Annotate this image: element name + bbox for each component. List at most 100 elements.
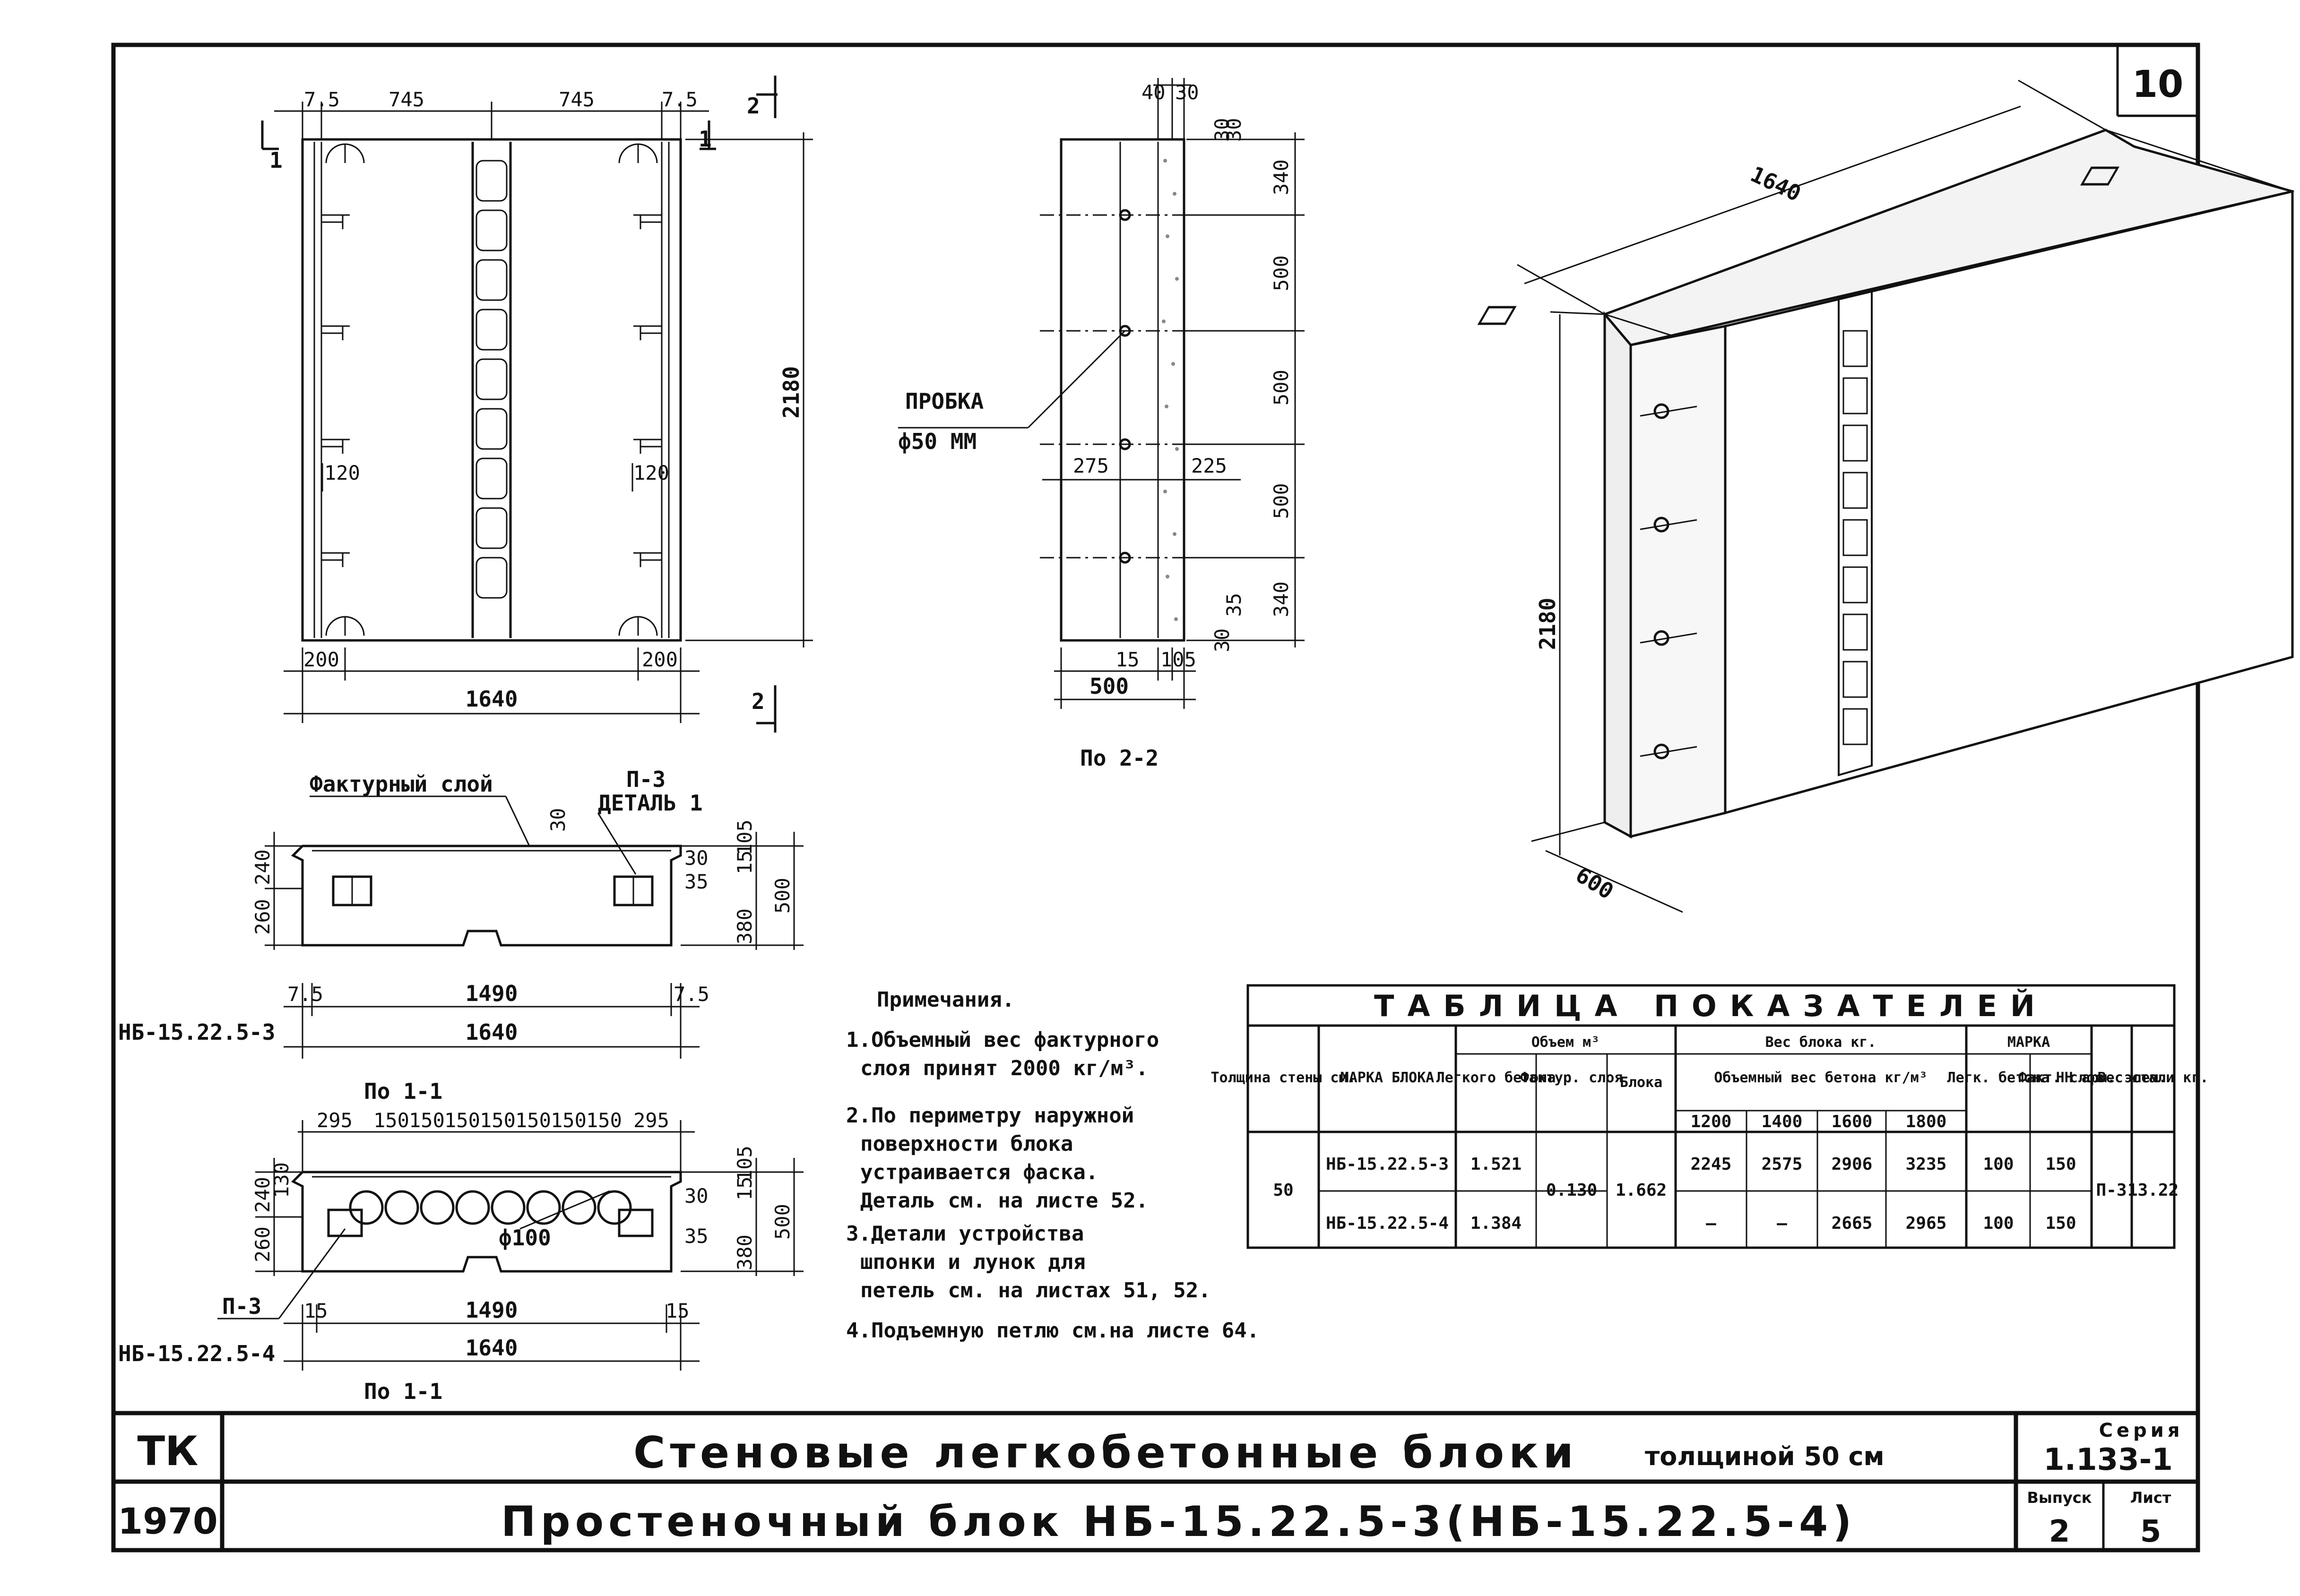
dim-top-1: 7.5 — [304, 88, 340, 111]
detail-label: ДЕТАЛЬ 1 — [598, 790, 703, 816]
note-line-8: шпонки и лунок для — [860, 1250, 1086, 1274]
row1-vol-light: 1.521 — [1470, 1155, 1522, 1174]
sec11b-right-3: 105 — [733, 1146, 756, 1182]
sheet: 5 — [2140, 1514, 2162, 1549]
sec22-bottom-1: 15 — [1115, 648, 1140, 671]
sec22-right-6: 500 — [1270, 483, 1293, 519]
p3-label-a: П-3 — [626, 767, 666, 792]
sheet-number: 10 — [2132, 63, 2184, 106]
sec22-right-8: 35 — [1222, 593, 1245, 617]
hdr-density-1: 1200 — [1691, 1112, 1732, 1131]
sec11a-caption: По 1-1 — [364, 1078, 442, 1104]
title-1: Стеновые легкобетонные блоки — [633, 1427, 1578, 1478]
sec11b-top-1: 295 — [317, 1109, 353, 1132]
sec11a-right-5: 380 — [733, 908, 756, 944]
row2-w4: 2965 — [1906, 1214, 1947, 1233]
title-block: ТК 1970 Стеновые легкобетонные блоки тол… — [113, 1411, 2198, 1550]
sec11a-right-3: 105 — [733, 820, 756, 855]
sec11b-right-5: 380 — [733, 1234, 756, 1270]
title-2: Простеночный блок НБ-15.22.5-3(НБ-15.22.… — [501, 1497, 1856, 1546]
row2-grade-facing: 150 — [2045, 1214, 2076, 1233]
note-line-1: 1.Объемный вес фактурного — [846, 1028, 1159, 1052]
hdr-density-2: 1400 — [1762, 1112, 1803, 1131]
sec11b-top-7: 150 — [551, 1109, 587, 1132]
sec11a-bottom-3: 7.5 — [674, 983, 709, 1006]
sec22-thickness: 500 — [1089, 673, 1129, 699]
shear-key-teeth — [476, 160, 508, 599]
shared-vol-block: 1.662 — [1616, 1181, 1667, 1200]
indicator-table: ТАБЛИЦА ПОКАЗАТЕЛЕЙ Толщина стены см. МА… — [1211, 984, 2208, 1249]
sec11b-mark: НБ-15.22.5-4 — [118, 1341, 275, 1366]
note-line-3: 2.По периметру наружной — [846, 1104, 1134, 1128]
sec11b-bottom-1: 15 — [304, 1299, 328, 1322]
sec11b-top-8: 150 — [586, 1109, 622, 1132]
row2-grade-light: 100 — [1983, 1214, 2014, 1233]
issue: 2 — [2049, 1514, 2070, 1549]
cut-2-top: 2 — [747, 93, 760, 119]
sec11a-right-1: 30 — [684, 846, 709, 870]
hdr-weight-sub: Объемный вес бетона кг/м³ — [1714, 1070, 1928, 1086]
sec11b-top-2: 150 — [373, 1109, 409, 1132]
dim-200-right: 200 — [642, 648, 678, 671]
plug-label: ПРОБКА — [905, 388, 984, 414]
hdr-density-4: 1800 — [1906, 1112, 1947, 1131]
front-view-outline — [301, 138, 682, 642]
hdr-vol-block: Блока — [1620, 1074, 1662, 1091]
iso-plugs — [1640, 403, 1697, 759]
dim-top-4: 7.5 — [662, 88, 698, 111]
sec11a-mark: НБ-15.22.5-3 — [118, 1019, 275, 1045]
plug-size: ф50 ММ — [898, 429, 977, 454]
row1-w3: 2906 — [1832, 1155, 1873, 1174]
sec11b-left-2: 240 — [251, 1177, 274, 1213]
hdr-thickness: Толщина стены см. — [1211, 1070, 1356, 1086]
sec11a-bottom-1: 7.5 — [287, 983, 323, 1006]
hdr-vol-facing: Фактур. слоя — [1521, 1070, 1623, 1086]
section-2-2: 40 30 30 30 340 500 500 500 340 35 30 ПР… — [898, 78, 1305, 771]
iso-key-teeth — [1842, 330, 1868, 745]
note-line-6: Деталь см. на листе 52. — [860, 1189, 1148, 1213]
row1-w1: 2245 — [1691, 1155, 1732, 1174]
facing-layer-label: Фактурный слой — [310, 771, 493, 797]
hdr-volume: Объем м³ — [1531, 1034, 1600, 1051]
isometric-view: 1640 2180 600 — [1477, 79, 2295, 913]
hdr-grade-facing: Факт. слоя — [2018, 1070, 2104, 1086]
sec11b-bottom-3: 15 — [666, 1299, 690, 1322]
sec11a-dim-30: 30 — [546, 808, 570, 832]
hole-diameter: ф100 — [499, 1225, 551, 1251]
sec22-bottom-2: 105 — [1160, 648, 1196, 671]
year: 1970 — [118, 1500, 218, 1542]
sec11b-right-4: 15 — [733, 1176, 756, 1200]
sec22-right-3: 340 — [1270, 159, 1293, 195]
sec11a-right-6: 500 — [771, 878, 794, 914]
cell-thickness: 50 — [1273, 1181, 1293, 1200]
front-height: 2180 — [778, 366, 804, 419]
shared-steel: 13.22 — [2127, 1181, 2179, 1200]
shared-loops: П-3 — [2096, 1181, 2127, 1200]
sec11b-caption: По 1-1 — [364, 1379, 442, 1404]
sec22-top-1: 40 — [1141, 81, 1166, 104]
note-line-4: поверхности блока — [860, 1132, 1073, 1156]
sec11b-left-1: 130 — [270, 1162, 293, 1198]
hdr-density-3: 1600 — [1832, 1112, 1873, 1131]
iso-depth: 600 — [1571, 862, 1618, 905]
sec11a-width: 1640 — [466, 1019, 518, 1045]
series: 1.133-1 — [2043, 1442, 2173, 1477]
sec11a-left-1: 240 — [251, 849, 274, 885]
sec22-right-4: 500 — [1270, 255, 1293, 291]
shared-vol-facing: 0.130 — [1546, 1181, 1597, 1200]
dim-top-3: 745 — [559, 88, 595, 111]
sec11b-top-9: 295 — [633, 1109, 669, 1132]
note-line-10: 4.Подъемную петлю см.на листе 64. — [846, 1319, 1259, 1343]
sec11a-bottom-2: 1490 — [466, 981, 518, 1006]
sec11b-width: 1640 — [466, 1335, 518, 1361]
table-title: ТАБЛИЦА ПОКАЗАТЕЛЕЙ — [1374, 989, 2048, 1023]
issue-label: Выпуск — [2027, 1489, 2092, 1507]
dim-225: 225 — [1191, 454, 1227, 477]
sec11b-right-1: 30 — [684, 1184, 709, 1208]
hdr-vol-light: Легкого бетона — [1436, 1070, 1556, 1086]
sec11a-left-2: 260 — [251, 899, 274, 935]
sec22-right-1: 30 — [1211, 118, 1234, 142]
sec11b-right-2: 35 — [684, 1225, 709, 1248]
hdr-grade: МАРКА — [2007, 1034, 2050, 1051]
